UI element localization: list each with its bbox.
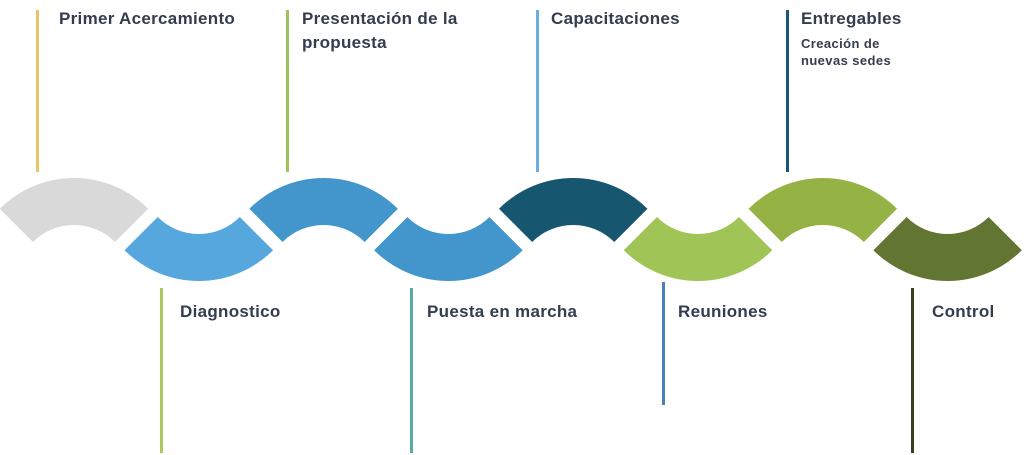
wave-segment-2 — [124, 217, 274, 281]
wave-segment-5 — [498, 178, 648, 242]
step-line-8 — [911, 288, 914, 453]
step-label-capacitaciones: Capacitaciones — [551, 9, 680, 28]
step-line-3 — [286, 10, 289, 172]
wave-segment-8 — [873, 217, 1022, 281]
entregables-title: Entregables — [801, 9, 902, 28]
step-line-6 — [662, 282, 665, 405]
entregables-subtitle: Creación de nuevas sedes — [801, 36, 892, 68]
step-line-7 — [786, 10, 789, 172]
wave-segment-7 — [748, 177, 898, 242]
wave-segment-1 — [0, 178, 149, 242]
step-label-control: Control — [932, 302, 995, 321]
step-label-primer-acercamiento: Primer Acercamiento — [59, 9, 236, 28]
wave-segment-3 — [249, 178, 398, 242]
step-label-reuniones: Reuniones — [678, 302, 768, 321]
step-line-5 — [536, 10, 539, 172]
step-label-entregables: Entregables Creación de nuevas sedes — [801, 7, 911, 69]
step-line-4 — [410, 288, 413, 453]
step-line-2 — [160, 288, 163, 453]
wave-segment-6 — [623, 217, 773, 281]
step-label-puesta-en-marcha: Puesta en marcha — [427, 302, 578, 321]
step-label-presentacion: Presentación de la propuesta — [302, 9, 458, 52]
step-label-diagnostico: Diagnostico — [180, 302, 281, 321]
step-line-1 — [36, 10, 39, 172]
wave-segment-4 — [374, 217, 523, 282]
